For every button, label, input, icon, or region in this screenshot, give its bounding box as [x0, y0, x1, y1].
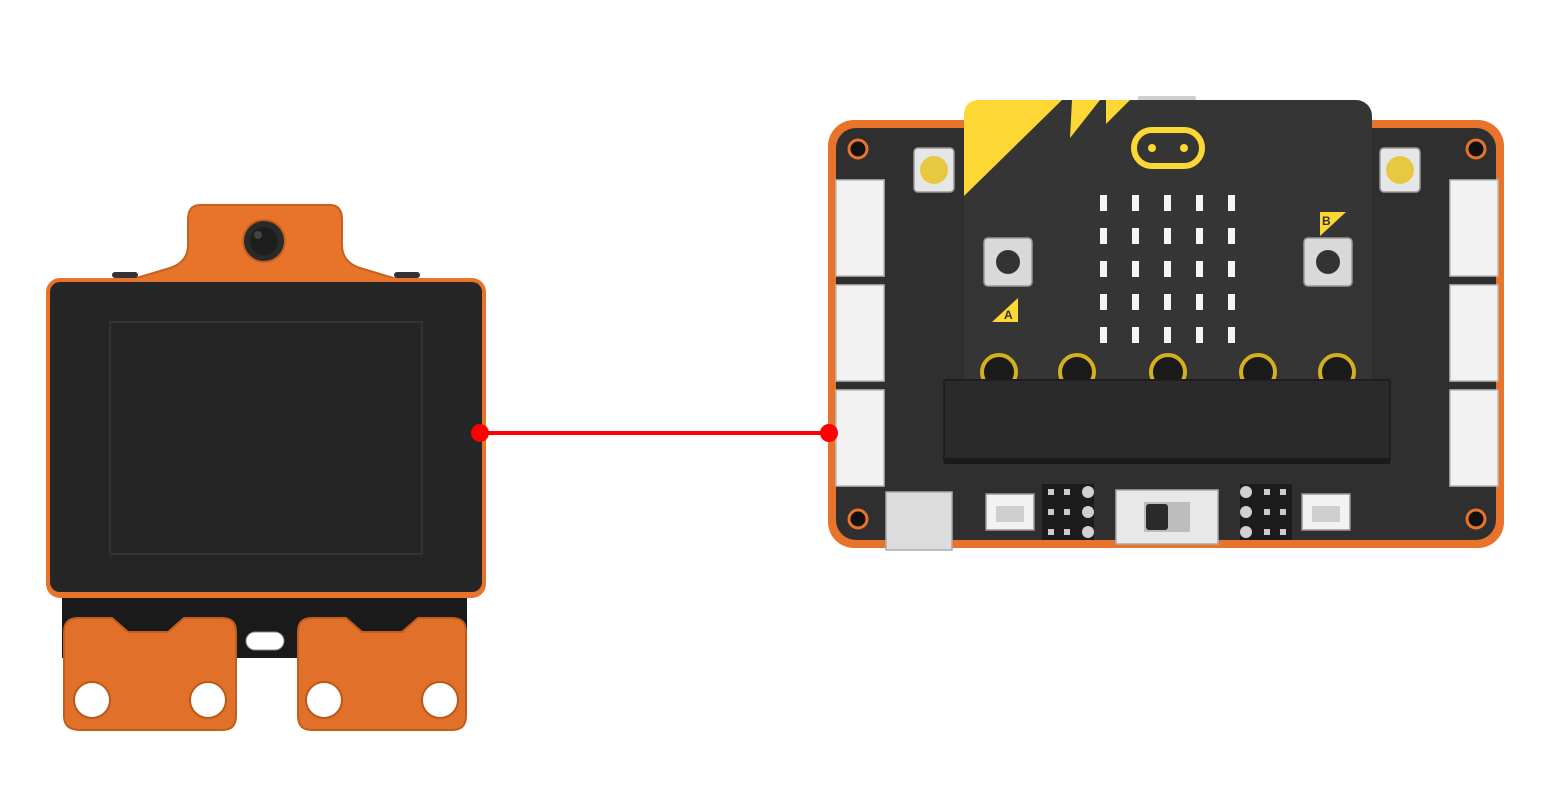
- button-b[interactable]: [1303, 237, 1353, 287]
- mounting-foot-left: [63, 617, 237, 731]
- led: [1196, 228, 1203, 244]
- header-pins-right: [1240, 484, 1292, 540]
- microbit-logo-icon: [1131, 127, 1205, 169]
- led: [1164, 195, 1171, 211]
- led: [1228, 195, 1235, 211]
- button-a-label: A: [1004, 308, 1013, 322]
- led: [1164, 294, 1171, 310]
- mounting-foot-right: [297, 617, 467, 731]
- red-wire: [471, 424, 838, 442]
- led: [1132, 294, 1139, 310]
- led: [1196, 294, 1203, 310]
- led: [1228, 327, 1235, 343]
- power-jack: [885, 491, 953, 551]
- led: [1228, 228, 1235, 244]
- button-b-label: B: [1322, 214, 1331, 228]
- microbit-yellow-stripe: [964, 100, 1062, 196]
- push-button-icon: [913, 147, 955, 193]
- led: [1196, 327, 1203, 343]
- push-button-icon: [1379, 147, 1421, 193]
- led: [1228, 261, 1235, 277]
- led: [1164, 228, 1171, 244]
- button-b-marker: [1320, 212, 1346, 236]
- led: [1100, 195, 1107, 211]
- led: [1228, 294, 1235, 310]
- mounting-hole-icon: [421, 681, 459, 719]
- led: [1164, 327, 1171, 343]
- led: [1132, 261, 1139, 277]
- led: [1132, 195, 1139, 211]
- led-matrix: [1100, 195, 1235, 343]
- led: [1100, 261, 1107, 277]
- sensor-lens-icon: [242, 219, 286, 263]
- module-panel-inset: [109, 321, 423, 555]
- jst-connector-right: [1301, 493, 1351, 531]
- led: [1100, 327, 1107, 343]
- led: [1132, 228, 1139, 244]
- screw-holes: [847, 138, 1487, 530]
- mounting-hole-icon: [305, 681, 343, 719]
- side-clip: [112, 272, 138, 278]
- header-pins-left: [1042, 484, 1094, 540]
- side-clip: [394, 272, 420, 278]
- microbit-pcb: [964, 100, 1372, 400]
- wire-endpoint-module: [471, 424, 489, 442]
- led: [1196, 195, 1203, 211]
- left-connectors: [835, 179, 885, 487]
- bracket-slot: [245, 631, 285, 651]
- edge-connector: [943, 379, 1391, 463]
- slide-switch-icon[interactable]: [1115, 489, 1219, 545]
- led: [1164, 261, 1171, 277]
- jst-connector-left: [985, 493, 1035, 531]
- microbit: A B: [964, 96, 1372, 400]
- module-panel: [50, 282, 482, 592]
- button-a[interactable]: [983, 237, 1033, 287]
- led: [1100, 228, 1107, 244]
- right-connectors: [1449, 179, 1499, 487]
- button-a-marker: [992, 298, 1018, 322]
- led: [1196, 261, 1203, 277]
- expansion-board: A B: [828, 96, 1504, 551]
- mounting-hole-icon: [189, 681, 227, 719]
- mounting-hole-icon: [73, 681, 111, 719]
- sensor-module: [46, 204, 486, 731]
- wire-endpoint-board: [820, 424, 838, 442]
- led: [1100, 294, 1107, 310]
- led: [1132, 327, 1139, 343]
